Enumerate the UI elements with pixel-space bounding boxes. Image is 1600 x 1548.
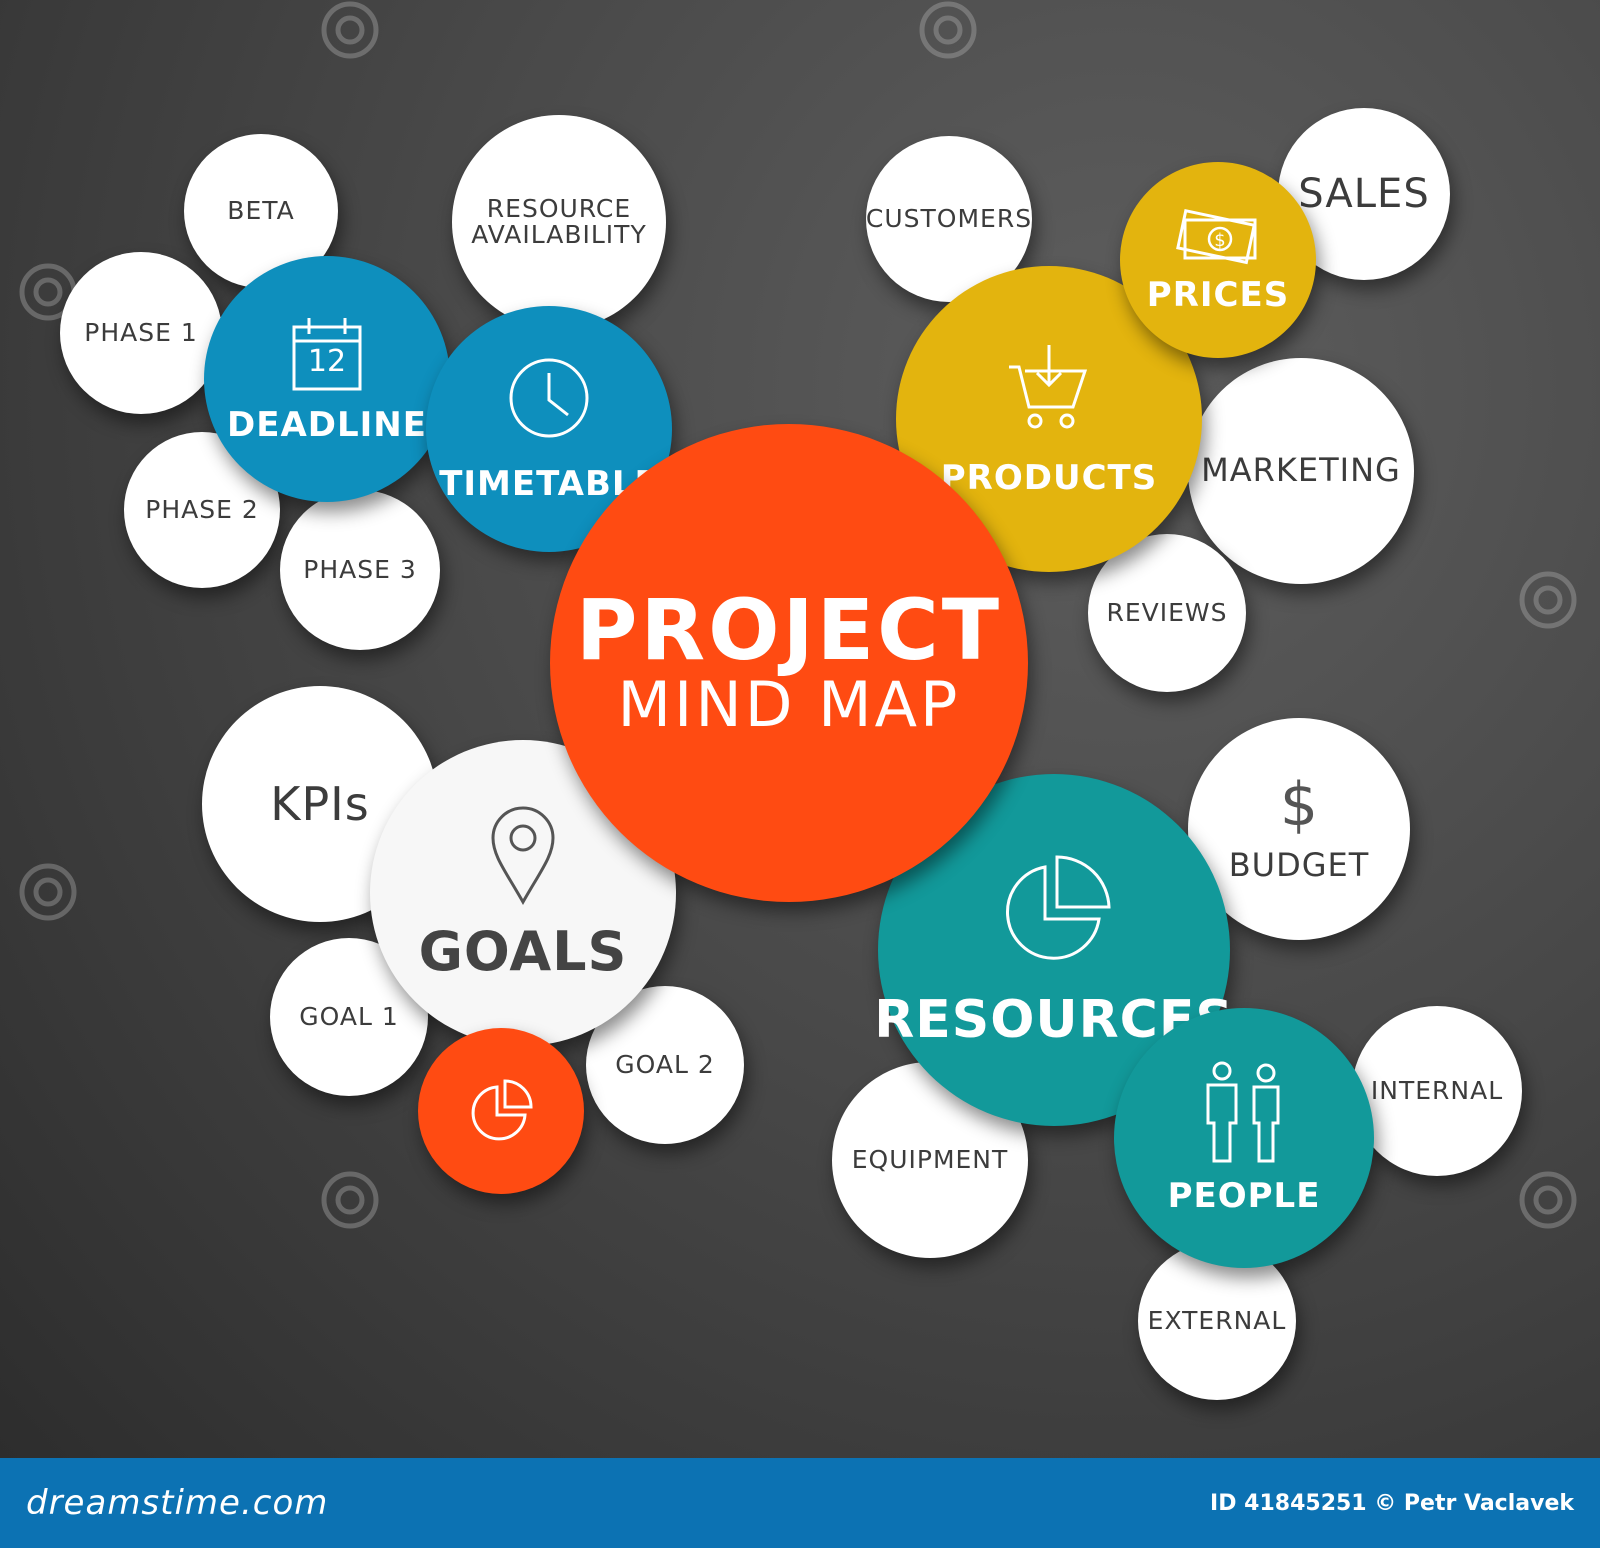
resources-node: RESOURCES xyxy=(874,774,1233,1126)
footer-bar: dreamstime.com ID 41845251 © Petr Vaclav… xyxy=(0,1458,1600,1548)
location-pin-icon xyxy=(488,806,558,906)
budget-node: $ BUDGET xyxy=(1188,718,1410,940)
pie-chart-icon xyxy=(995,853,1113,971)
small-pie-node xyxy=(418,1028,584,1194)
sales-label: SALES xyxy=(1298,171,1430,217)
prices-label: PRICES xyxy=(1146,275,1290,316)
budget-label: BUDGET xyxy=(1228,846,1370,885)
goal-1-label: GOAL 1 xyxy=(299,1001,399,1031)
reviews-label: REVIEWS xyxy=(1106,597,1228,627)
svg-text:$: $ xyxy=(1214,230,1225,251)
money-icon: $ xyxy=(1173,206,1263,266)
phase-1-node: PHASE 1 xyxy=(60,252,222,414)
people-node: PEOPLE xyxy=(1114,1008,1374,1268)
goal-2-label: GOAL 2 xyxy=(615,1049,715,1079)
center-node: PROJECT MIND MAP xyxy=(550,424,1028,902)
external-label: EXTERNAL xyxy=(1147,1305,1287,1335)
pie-chart-icon xyxy=(469,1079,533,1143)
phase-3-node: PHASE 3 xyxy=(280,490,440,650)
spiral-watermark-icon xyxy=(321,1171,379,1229)
phase-1-label: PHASE 1 xyxy=(84,317,198,347)
clock-icon xyxy=(506,355,592,441)
center-title: PROJECT xyxy=(575,581,1003,680)
equipment-label: EQUIPMENT xyxy=(851,1144,1009,1174)
deadline-label: DEADLINE xyxy=(227,405,427,446)
phase-2-node: PHASE 2 xyxy=(124,432,280,588)
marketing-node: MARKETING xyxy=(1188,358,1414,584)
availability-label: AVAILABILITY xyxy=(471,220,647,249)
spiral-watermark-icon xyxy=(321,1,379,59)
center-subtitle: MIND MAP xyxy=(617,668,961,742)
people-label: PEOPLE xyxy=(1167,1176,1321,1217)
products-label: PRODUCTS xyxy=(940,458,1158,499)
reviews-node: REVIEWS xyxy=(1088,534,1246,692)
footer-brand: dreamstime.com xyxy=(26,1483,329,1523)
cart-icon xyxy=(1001,341,1097,437)
goals-label: GOALS xyxy=(418,919,628,983)
spiral-watermark-icon xyxy=(19,863,77,921)
calendar-number: 12 xyxy=(307,344,347,380)
kpis-label: KPIs xyxy=(270,776,370,831)
spiral-watermark-icon xyxy=(1519,1171,1577,1229)
footer-credit: ID 41845251 © Petr Vaclavek xyxy=(1210,1490,1574,1516)
internal-label: INTERNAL xyxy=(1370,1075,1504,1105)
calendar-icon: 12 xyxy=(287,314,367,394)
dollar-icon: $ xyxy=(1279,770,1319,841)
deadline-node: 12 DEADLINE xyxy=(204,256,450,502)
resource-label: RESOURCE xyxy=(486,193,632,223)
phase-3-label: PHASE 3 xyxy=(303,554,417,584)
customers-label: CUSTOMERS xyxy=(865,203,1033,233)
spiral-watermark-icon xyxy=(1519,571,1577,629)
mind-map: BETA RESOURCE AVAILABILITY PHASE 1 PHASE… xyxy=(19,1,1577,1400)
sales-node: SALES xyxy=(1278,108,1450,280)
marketing-label: MARKETING xyxy=(1201,451,1401,490)
prices-node: $ PRICES xyxy=(1120,162,1316,358)
resource-availability-node: RESOURCE AVAILABILITY xyxy=(452,115,666,329)
internal-node: INTERNAL xyxy=(1352,1006,1522,1176)
phase-2-label: PHASE 2 xyxy=(145,494,259,524)
spiral-watermark-icon xyxy=(919,1,977,59)
people-icon xyxy=(1198,1061,1290,1165)
external-node: EXTERNAL xyxy=(1138,1242,1296,1400)
beta-label: BETA xyxy=(227,195,295,225)
